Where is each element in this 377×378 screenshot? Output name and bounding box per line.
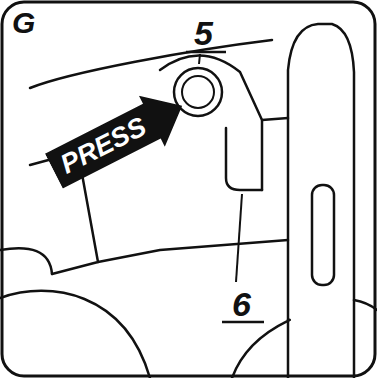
panel-letter: G bbox=[12, 8, 35, 38]
body-edge bbox=[30, 40, 272, 88]
press-arrow: PRESS bbox=[41, 80, 195, 196]
housing-edge bbox=[262, 118, 288, 120]
wheel-right bbox=[232, 320, 290, 378]
frame bbox=[2, 2, 375, 376]
callout-number: 6 bbox=[232, 287, 251, 321]
button bbox=[182, 76, 214, 108]
callout-underline bbox=[222, 321, 264, 324]
arrow-body bbox=[41, 80, 195, 196]
leader-line bbox=[199, 54, 200, 64]
arrow-text: PRESS bbox=[57, 113, 151, 179]
body-lower bbox=[0, 248, 52, 274]
side-panel bbox=[288, 24, 354, 378]
button-housing bbox=[160, 55, 262, 190]
button-ring bbox=[174, 68, 222, 116]
lower-edge bbox=[98, 240, 288, 262]
leader-line bbox=[236, 194, 242, 282]
callout-underline bbox=[186, 51, 226, 54]
lever bbox=[312, 185, 334, 285]
block-part bbox=[226, 128, 262, 190]
wheel-left bbox=[0, 291, 150, 378]
callout-number: 5 bbox=[194, 16, 213, 50]
